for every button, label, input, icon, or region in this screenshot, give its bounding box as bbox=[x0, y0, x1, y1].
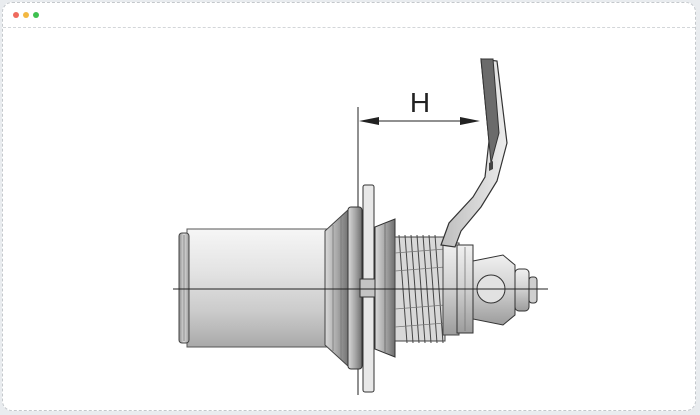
end-fitting bbox=[472, 254, 538, 326]
washer-clip bbox=[359, 278, 378, 298]
title-bar bbox=[3, 3, 695, 28]
lock-assembly bbox=[173, 58, 548, 393]
zoom-window-button[interactable] bbox=[33, 12, 39, 18]
dimension-label: H bbox=[410, 87, 430, 118]
minimize-window-button[interactable] bbox=[23, 12, 29, 18]
drawing-canvas: H bbox=[3, 29, 695, 410]
handle-arm bbox=[440, 58, 508, 248]
cam-lock-drawing: H bbox=[173, 58, 548, 395]
cylinder-body bbox=[186, 228, 328, 348]
app-window: H bbox=[2, 2, 696, 411]
close-window-button[interactable] bbox=[13, 12, 19, 18]
body-collar bbox=[324, 207, 350, 369]
arrowhead-left bbox=[359, 117, 379, 125]
arrowhead-right bbox=[460, 117, 480, 125]
